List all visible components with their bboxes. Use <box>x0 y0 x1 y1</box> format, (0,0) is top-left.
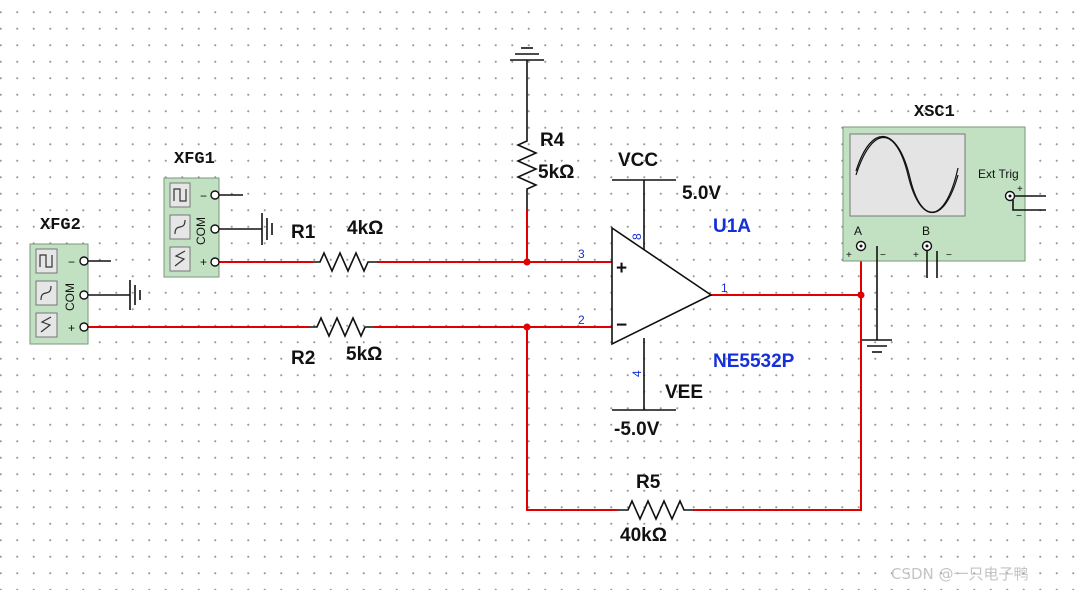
vee-supply[interactable]: VEE -5.0V <box>614 382 703 440</box>
square-wave-icon <box>35 248 58 274</box>
triangle-wave-icon <box>35 312 58 338</box>
wire-feedback-right[interactable] <box>693 295 862 511</box>
terminal-minus[interactable] <box>79 256 89 266</box>
r1-name: R1 <box>291 222 316 243</box>
vee-value: -5.0V <box>614 419 660 440</box>
vcc-supply[interactable]: VCC 5.0V <box>618 150 721 204</box>
r2-name: R2 <box>291 348 315 369</box>
xfg2-com-label: COM <box>63 283 77 311</box>
xfg2-minus: − <box>68 255 75 269</box>
opamp-ref: U1A <box>713 216 751 237</box>
scope-waveform-icon <box>855 136 959 214</box>
function-generator-xfg2[interactable]: XFG2 COM − + <box>29 216 141 345</box>
resistor-r2[interactable]: R2 5kΩ <box>291 316 382 369</box>
function-generator-xfg1[interactable]: XFG1 COM − + <box>163 150 273 278</box>
r4-name: R4 <box>540 130 565 151</box>
xfg1-minus: − <box>200 189 207 203</box>
opamp-minus: − <box>616 315 627 336</box>
svg-text:+: + <box>846 250 852 261</box>
pin-2-label: 2 <box>578 313 585 327</box>
svg-text:+: + <box>913 250 919 261</box>
resistor-r5[interactable]: R5 40kΩ <box>617 472 693 546</box>
opamp-u1a[interactable]: + − 3 2 1 8 4 U1A NE5532P <box>578 179 795 411</box>
xfg1-plus: + <box>200 255 207 269</box>
sine-wave-icon <box>169 214 191 240</box>
svg-text:+: + <box>1017 184 1023 195</box>
xfg1-com-label: COM <box>194 217 208 245</box>
channel-b-label: B <box>922 224 930 238</box>
pin-1-label: 1 <box>721 281 728 295</box>
junction-dot <box>523 258 531 266</box>
opamp-part: NE5532P <box>713 351 795 372</box>
terminal-plus[interactable] <box>79 322 89 332</box>
pin-4-label: 4 <box>630 370 644 377</box>
junction-dot <box>523 323 531 331</box>
resistor-r1[interactable]: R1 4kΩ <box>291 218 383 273</box>
ext-trig-label: Ext Trig <box>978 167 1019 181</box>
ground-icon <box>261 213 273 245</box>
sine-wave-icon <box>35 280 58 306</box>
r4-value: 5kΩ <box>538 162 574 183</box>
opamp-body <box>611 226 713 346</box>
oscilloscope-xsc1[interactable]: XSC1 Ext Trig + − A B + − + − <box>842 103 1046 340</box>
vee-name: VEE <box>665 382 703 403</box>
pin-3-label: 3 <box>578 247 585 261</box>
junction-dot <box>857 291 865 299</box>
square-wave-icon <box>169 182 191 208</box>
svg-text:−: − <box>946 250 952 261</box>
svg-text:−: − <box>880 250 886 261</box>
ground-icon <box>862 339 892 353</box>
vcc-value: 5.0V <box>682 183 721 204</box>
xfg2-plus: + <box>68 321 75 335</box>
r1-value: 4kΩ <box>347 218 383 239</box>
pin-8-label: 8 <box>630 233 644 240</box>
vcc-name: VCC <box>618 150 658 171</box>
r5-value: 40kΩ <box>620 525 667 546</box>
wires <box>86 210 862 511</box>
wire-feedback-left[interactable] <box>526 327 617 511</box>
channel-a-label: A <box>854 224 862 238</box>
svg-text:−: − <box>1016 211 1022 222</box>
r2-value: 5kΩ <box>346 344 382 365</box>
triangle-wave-icon <box>169 246 191 272</box>
terminal-minus[interactable] <box>210 190 220 200</box>
terminal-com[interactable] <box>210 224 220 234</box>
resistor-r4[interactable]: R4 5kΩ <box>516 60 574 210</box>
xfg1-label: XFG1 <box>174 150 215 169</box>
ground-icon <box>510 47 544 61</box>
ground-icon <box>129 280 141 310</box>
watermark: CSDN @一只电子鸭 <box>891 565 1029 583</box>
terminal-com[interactable] <box>79 290 89 300</box>
xfg2-label: XFG2 <box>40 216 81 235</box>
terminal-plus[interactable] <box>210 257 220 267</box>
xsc1-label: XSC1 <box>914 103 955 122</box>
opamp-plus: + <box>616 258 627 279</box>
r5-name: R5 <box>636 472 661 493</box>
